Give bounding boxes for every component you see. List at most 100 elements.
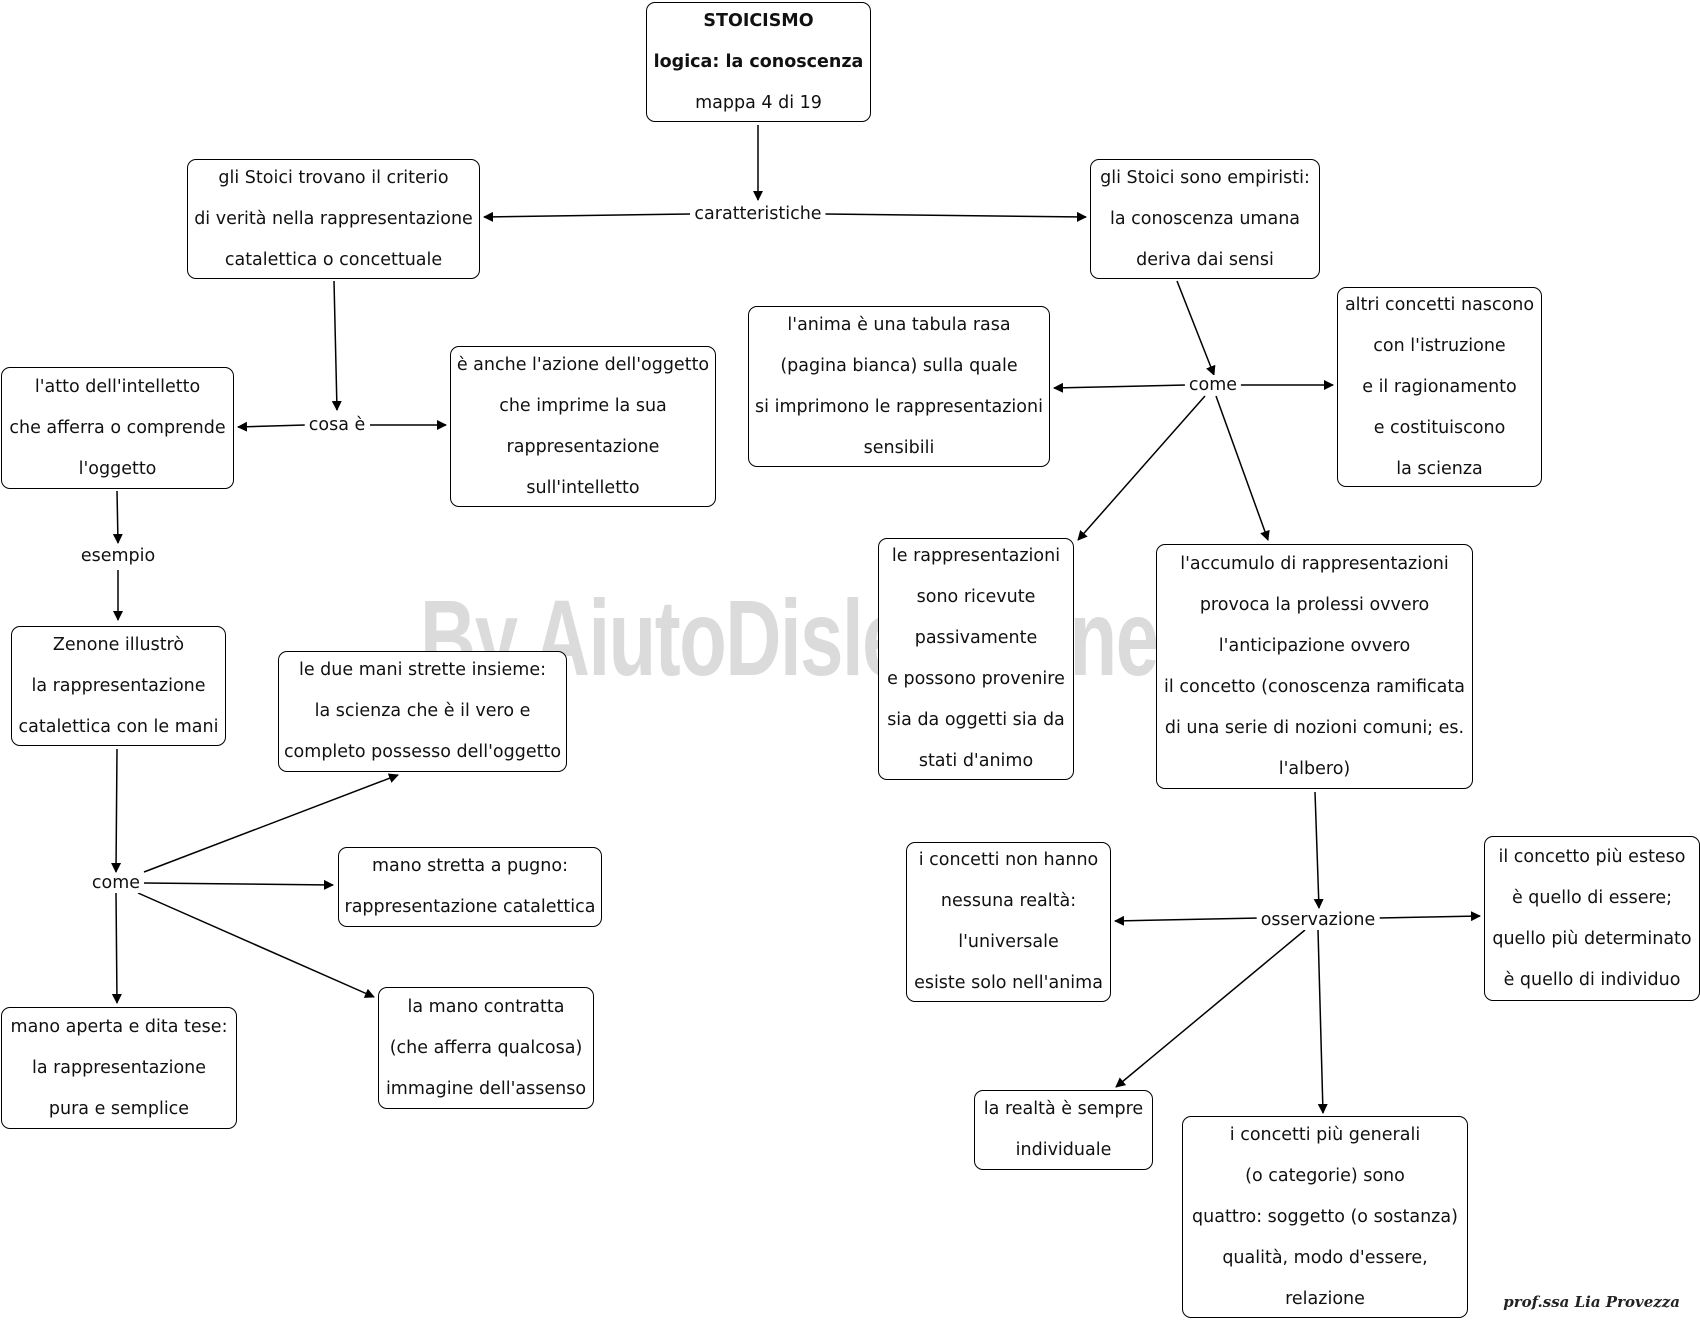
arrow-caratteristiche-criterio (483, 211, 691, 222)
arrow-come-contratta (137, 892, 375, 998)
arrow-atto-esempio (112, 490, 123, 544)
node-text: sull'intelletto (526, 477, 640, 498)
node-text: stati d'animo (918, 751, 1034, 771)
arrow-cosa-e-atto (237, 421, 306, 432)
node-text: la conoscenza umana (1109, 208, 1301, 229)
arrow-criterio-cosa-e (331, 280, 342, 411)
node-text: provoca la prolessi ovvero (1199, 594, 1430, 615)
node-text: sia da oggetti sia da (887, 710, 1065, 730)
node-text: pura e semplice (48, 1098, 190, 1119)
node-atto: l'atto dell'intelletto che afferra o com… (1, 367, 234, 489)
node-text: (che afferra qualcosa) (389, 1037, 583, 1058)
node-text: catalettica con le mani (18, 716, 219, 737)
node-criterio: gli Stoici trovano il criterio di verità… (187, 159, 480, 279)
node-esteso: il concetto più esteso è quello di esser… (1484, 836, 1700, 1001)
arrow-osservazione-non-realta (1114, 915, 1261, 926)
node-text: l'universale (958, 932, 1059, 952)
node-ricevute: le rappresentazioni sono ricevute passiv… (878, 538, 1074, 780)
node-due-mani: le due mani strette insieme: la scienza … (278, 651, 567, 772)
node-text: sensibili (863, 437, 935, 458)
node-zenone: Zenone illustrò la rappresentazione cata… (11, 626, 226, 746)
link-cosa-e: cosa è (304, 415, 370, 435)
arrow-come-pugno (143, 879, 334, 890)
node-text: (pagina bianca) sulla quale (780, 355, 1018, 376)
link-esempio: esempio (76, 546, 160, 566)
node-text: mano aperta e dita tese: (10, 1016, 228, 1037)
node-text: l'atto dell'intelletto (34, 376, 201, 397)
node-text: mano stretta a pugno: (372, 856, 568, 876)
node-text: e possono provenire (887, 669, 1065, 689)
node-text: e costituiscono (1373, 417, 1506, 438)
node-text: immagine dell'assenso (385, 1078, 587, 1099)
node-text: il concetto più esteso (1498, 846, 1686, 867)
node-text: rappresentazione (506, 436, 660, 457)
node-altri: altri concetti nascono con l'istruzione … (1337, 287, 1542, 487)
arrow-come-anima (1053, 382, 1187, 393)
node-text: la scienza (1396, 458, 1483, 479)
node-text: di una serie di nozioni comuni; es. (1164, 717, 1465, 738)
node-non-realta: i concetti non hanno nessuna realtà: l'u… (906, 842, 1111, 1002)
node-text: si imprimono le rappresentazioni (755, 396, 1043, 417)
node-text: che afferra o comprende (9, 417, 226, 438)
node-empiristi: gli Stoici sono empiristi: la conoscenza… (1090, 159, 1320, 279)
title-map-number: mappa 4 di 19 (695, 92, 822, 113)
node-text: con l'istruzione (1373, 335, 1506, 356)
node-text: l'anticipazione ovvero (1218, 635, 1411, 656)
node-text: è anche l'azione dell'oggetto (456, 354, 710, 375)
node-text: relazione (1285, 1288, 1365, 1309)
node-text: è quello di essere; (1511, 887, 1673, 908)
link-osservazione: osservazione (1256, 910, 1380, 930)
node-text: passivamente (914, 628, 1038, 648)
node-text: e il ragionamento (1362, 376, 1517, 397)
node-text: (o categorie) sono (1245, 1165, 1405, 1186)
arrow-osservazione-individuale (1115, 929, 1306, 1088)
node-text: la rappresentazione (31, 1057, 207, 1078)
node-text: nessuna realtà: (940, 891, 1077, 911)
node-categorie: i concetti più generali (o categorie) so… (1182, 1116, 1468, 1318)
arrow-empiristi-come-right (1176, 280, 1216, 376)
node-text: l'accumulo di rappresentazioni (1180, 553, 1449, 574)
node-text: di verità nella rappresentazione (194, 208, 473, 229)
node-text: esiste solo nell'anima (914, 973, 1103, 993)
node-text: catalettica o concettuale (224, 249, 443, 270)
arrow-caratteristiche-empiristi (824, 211, 1087, 222)
node-text: completo possesso dell'oggetto (283, 742, 562, 762)
node-text: i concetti non hanno (918, 850, 1099, 870)
arrow-osservazione-categorie (1317, 929, 1328, 1114)
node-text: il concetto (conoscenza ramificata (1164, 676, 1465, 697)
node-text: le rappresentazioni (891, 546, 1061, 566)
arrow-osservazione-esteso (1377, 911, 1481, 922)
node-text: individuale (1015, 1140, 1112, 1160)
arrow-zenone-come (111, 748, 122, 873)
title-subtitle: logica: la conoscenza (653, 51, 864, 72)
node-pugno: mano stretta a pugno: rappresentazione c… (338, 847, 602, 927)
node-text: la scienza che è il vero e (314, 701, 531, 721)
node-text: è quello di individuo (1503, 969, 1681, 990)
node-azione: è anche l'azione dell'oggetto che imprim… (450, 346, 716, 507)
node-text: quattro: soggetto (o sostanza) (1192, 1206, 1458, 1227)
node-aperta: mano aperta e dita tese: la rappresentaz… (1, 1007, 237, 1129)
node-accumulo: l'accumulo di rappresentazioni provoca l… (1156, 544, 1473, 789)
node-text: la rappresentazione (31, 675, 206, 696)
node-text: la realtà è sempre (983, 1099, 1144, 1119)
node-anima: l'anima è una tabula rasa (pagina bianca… (748, 306, 1050, 467)
node-contratta: la mano contratta (che afferra qualcosa)… (378, 987, 594, 1109)
title-box: STOICISMO logica: la conoscenza mappa 4 … (646, 2, 871, 122)
node-text: deriva dai sensi (1136, 249, 1274, 270)
node-text: la mano contratta (407, 996, 565, 1017)
node-text: l'albero) (1278, 758, 1351, 779)
node-text: l'oggetto (78, 458, 157, 479)
link-caratteristiche: caratteristiche (690, 204, 826, 224)
node-text: Zenone illustrò (52, 634, 185, 655)
author-signature: prof.ssa Lia Provezza (1503, 1293, 1680, 1311)
node-text: gli Stoici sono empiristi: (1100, 167, 1310, 188)
node-text: l'anima è una tabula rasa (787, 314, 1011, 335)
node-text: sono ricevute (916, 587, 1036, 607)
node-individuale: la realtà è sempre individuale (974, 1090, 1153, 1170)
link-come-right: come (1184, 375, 1242, 395)
arrow-come-due-mani (143, 773, 399, 873)
node-text: i concetti più generali (1229, 1124, 1421, 1145)
title-main: STOICISMO (703, 10, 814, 31)
node-text: qualità, modo d'essere, (1222, 1247, 1428, 1268)
